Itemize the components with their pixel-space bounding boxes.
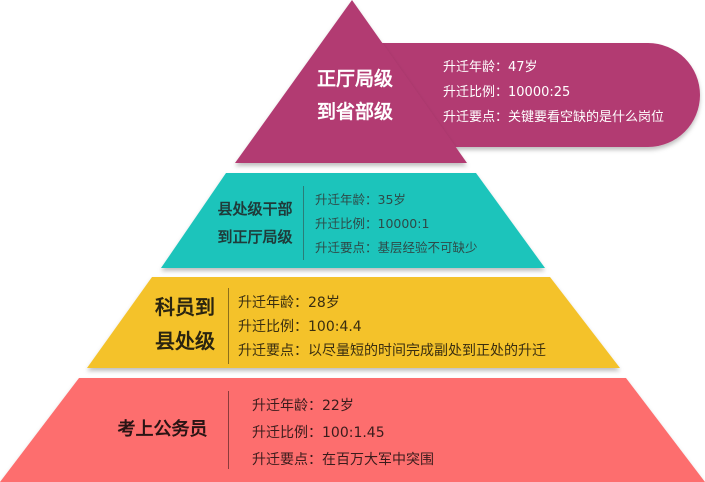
top-level-age: 升迁年龄：47岁 <box>443 60 538 75</box>
third-level-title: 科员到 县处级 <box>140 290 230 358</box>
second-level-ratio: 升迁比例：10000:1 <box>315 216 430 231</box>
third-level-info: 升迁年龄：28岁 升迁比例：100:4.4 升迁要点：以尽量短的时间完成副处到正… <box>238 291 546 363</box>
bottom-level-divider <box>228 391 229 469</box>
third-level-title-line2: 县处级 <box>155 329 215 353</box>
bottom-level-title: 考上公务员 <box>100 417 225 443</box>
bottom-level-info: 升迁年龄：22岁 升迁比例：100:1.45 升迁要点：在百万大军中突围 <box>252 393 434 474</box>
top-level-tab <box>380 43 700 147</box>
second-level-title: 县处级干部 到正厅局级 <box>205 195 305 251</box>
top-level-key-point: 升迁要点：关键要看空缺的是什么岗位 <box>443 110 665 125</box>
third-level-title-line1: 科员到 <box>155 295 215 319</box>
second-level-divider <box>303 186 304 260</box>
bottom-level-trapezoid <box>0 378 705 482</box>
second-level-key-point: 升迁要点：基层经验不可缺少 <box>315 240 478 255</box>
top-level-title-line2: 到省部级 <box>316 101 393 124</box>
second-level-trapezoid <box>161 173 545 268</box>
second-level-title-line1: 县处级干部 <box>217 200 293 218</box>
second-level-age: 升迁年龄：35岁 <box>315 192 406 207</box>
third-level-ratio: 升迁比例：100:4.4 <box>238 319 362 335</box>
third-level-key-point: 升迁要点：以尽量短的时间完成副处到正处的升迁 <box>238 343 546 359</box>
bottom-level-age: 升迁年龄：22岁 <box>252 398 354 414</box>
top-level-ratio: 升迁比例：10000:25 <box>443 85 571 100</box>
second-level-info: 升迁年龄：35岁 升迁比例：10000:1 升迁要点：基层经验不可缺少 <box>315 188 478 260</box>
second-level-title-line2: 到正厅局级 <box>217 228 293 246</box>
third-level-trapezoid <box>87 277 620 368</box>
bottom-level-key-point: 升迁要点：在百万大军中突围 <box>252 452 434 468</box>
third-level-divider <box>228 288 229 364</box>
third-level-age: 升迁年龄：28岁 <box>238 295 340 311</box>
top-level-info: 升迁年龄：47岁 升迁比例：10000:25 升迁要点：关键要看空缺的是什么岗位 <box>443 55 664 130</box>
bottom-level-title-line1: 考上公务员 <box>117 419 208 440</box>
top-level-triangle <box>235 0 467 163</box>
top-level-title: 正厅局级 到省部级 <box>300 63 410 130</box>
top-level-title-line1: 正厅局级 <box>316 68 393 90</box>
bottom-level-ratio: 升迁比例：100:1.45 <box>252 425 385 441</box>
